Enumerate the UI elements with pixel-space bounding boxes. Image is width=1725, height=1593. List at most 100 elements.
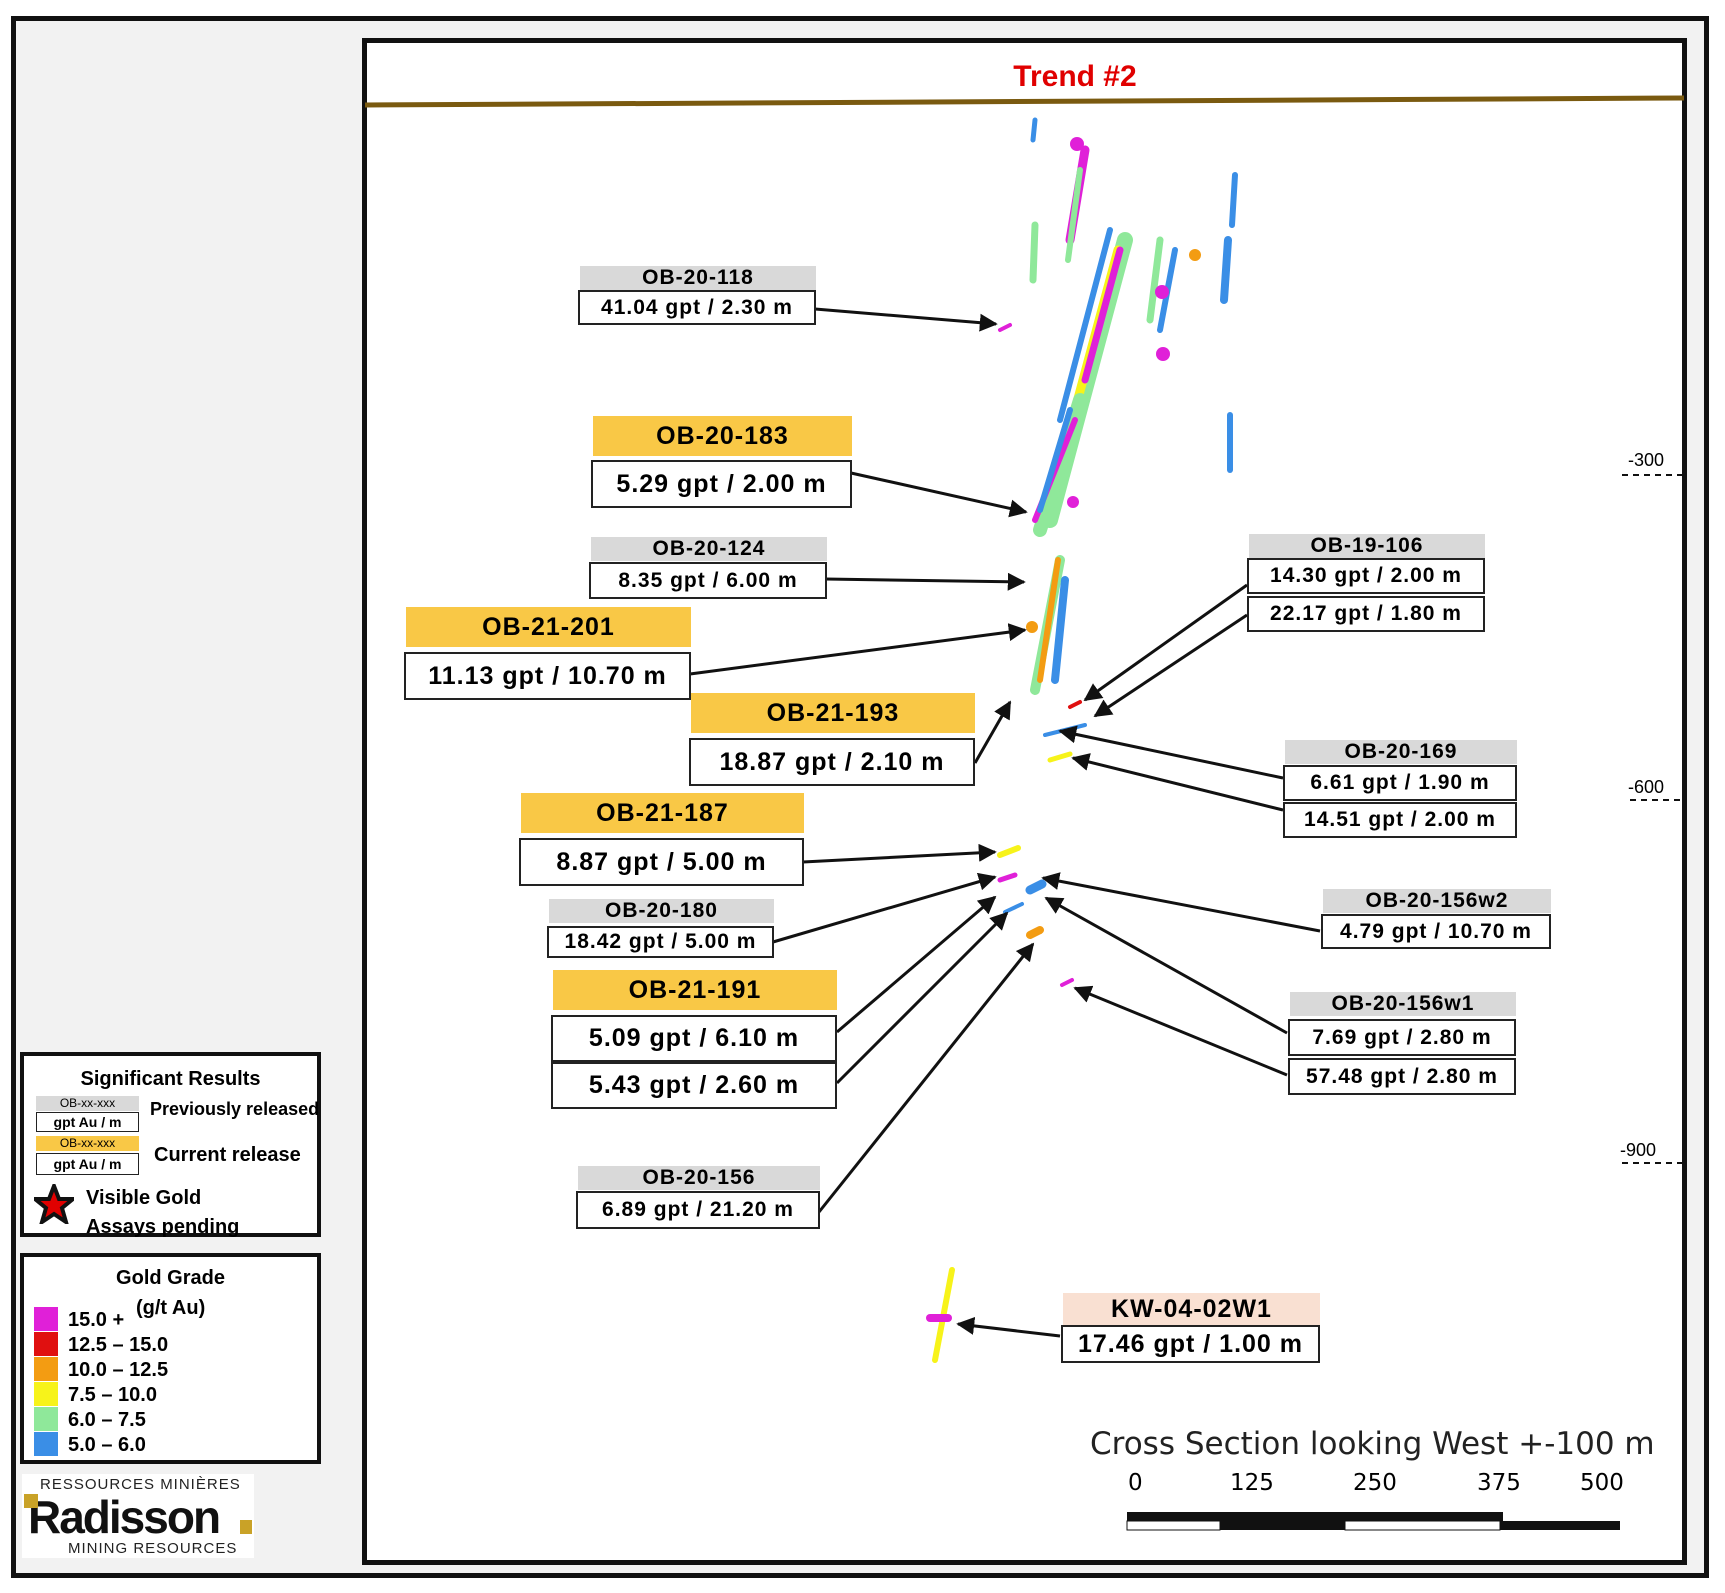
- drill-trace: [1037, 557, 1061, 683]
- high-grade-point: [1026, 621, 1038, 633]
- high-grade-point: [1155, 285, 1169, 299]
- result-value: 8.35 gpt / 6.00 m: [589, 562, 827, 599]
- grade-label: 5.0 – 6.0: [68, 1434, 146, 1456]
- result-value: 14.30 gpt / 2.00 m: [1247, 558, 1485, 594]
- drill-trace: [1057, 227, 1113, 423]
- drill-trace: [1030, 117, 1038, 143]
- arrow-ob-19-106-b: [1093, 613, 1248, 718]
- hole-id: OB-20-124: [591, 537, 827, 561]
- logo-gold-accent: [24, 1494, 38, 1508]
- arrow-ob-20-169-a: [1058, 725, 1284, 780]
- results-legend: Significant Results OB-xx-xxx gpt Au / m…: [20, 1052, 321, 1238]
- hole-id: OB-21-201: [406, 607, 691, 647]
- grade-swatch: [34, 1432, 58, 1456]
- arrow-ob-19-106-a: [1083, 583, 1248, 702]
- drill-trace: [1047, 751, 1073, 763]
- result-value: 5.43 gpt / 2.60 m: [551, 1062, 837, 1109]
- grade-label: 7.5 – 10.0: [68, 1384, 157, 1406]
- drill-trace: [1146, 236, 1164, 324]
- star-icon: [34, 1184, 74, 1224]
- result-value: 14.51 gpt / 2.00 m: [1283, 802, 1517, 838]
- grade-swatch: [34, 1307, 58, 1331]
- arrow-ob-20-118: [814, 307, 998, 332]
- result-value: 6.61 gpt / 1.90 m: [1283, 765, 1517, 801]
- drill-trace: [1025, 879, 1047, 895]
- drill-trace: [998, 323, 1012, 332]
- results-legend-title: Significant Results: [80, 1068, 261, 1090]
- result-value: 11.13 gpt / 10.70 m: [404, 652, 691, 700]
- scale-label-375: 375: [1477, 1470, 1521, 1496]
- high-grade-point: [1070, 137, 1084, 151]
- logo-bottom-text: MINING RESOURCES: [68, 1540, 238, 1557]
- current-sample-id: OB-xx-xxx: [36, 1136, 139, 1151]
- drill-trace: [1037, 407, 1073, 513]
- result-value: 22.17 gpt / 1.80 m: [1247, 596, 1485, 632]
- high-grade-point: [1067, 496, 1079, 508]
- result-value: 7.69 gpt / 2.80 m: [1288, 1019, 1516, 1056]
- assays-pending-label: Assays pending: [86, 1216, 240, 1238]
- previous-sample-id: OB-xx-xxx: [36, 1096, 139, 1111]
- arrow-ob-20-180: [772, 872, 997, 944]
- current-release-label: Current release: [154, 1144, 301, 1166]
- drill-trace: [1220, 236, 1232, 304]
- logo-gold-accent: [240, 1520, 252, 1534]
- grade-label: 15.0 +: [68, 1309, 125, 1331]
- drill-trace: [1026, 926, 1044, 939]
- scale-label-500: 500: [1580, 1470, 1624, 1496]
- hole-id: KW-04-02W1: [1063, 1293, 1320, 1325]
- hole-id: OB-21-191: [553, 970, 837, 1010]
- hole-id: OB-20-156w2: [1323, 889, 1551, 913]
- result-value: 5.29 gpt / 2.00 m: [591, 460, 852, 508]
- grade-swatch: [34, 1382, 58, 1406]
- drill-trace: [1029, 221, 1039, 284]
- grade-swatch: [34, 1357, 58, 1381]
- result-value: 6.89 gpt / 21.20 m: [576, 1191, 820, 1229]
- depth-label-600: -600: [1628, 777, 1665, 797]
- current-sample-value: gpt Au / m: [36, 1153, 139, 1175]
- drill-trace: [1068, 700, 1082, 709]
- hole-id: OB-20-180: [549, 899, 774, 923]
- arrow-ob-20-156w2: [1041, 872, 1321, 933]
- visible-gold-label: Visible Gold: [86, 1187, 202, 1209]
- depth-label-300: -300: [1628, 450, 1665, 470]
- grade-swatch: [34, 1407, 58, 1431]
- drill-trace: [1081, 246, 1124, 384]
- arrow-kw-04-02w1: [956, 1316, 1061, 1338]
- radisson-logo: RESSOURCES MINIÈRES Radisson MINING RESO…: [22, 1474, 254, 1558]
- trend-line: [364, 95, 1685, 108]
- hole-id: OB-20-169: [1285, 740, 1517, 764]
- high-grade-point: [1156, 347, 1170, 361]
- grade-label: 6.0 – 7.5: [68, 1409, 146, 1431]
- hole-id: OB-20-156w1: [1290, 992, 1516, 1016]
- scale-label-125: 125: [1230, 1470, 1274, 1496]
- arrow-ob-21-191-b: [835, 911, 1009, 1085]
- arrow-ob-21-193: [973, 700, 1012, 764]
- arrow-ob-20-156: [817, 942, 1035, 1213]
- logo-name: Radisson: [28, 1491, 221, 1543]
- grade-swatch: [34, 1332, 58, 1356]
- drill-traces: [926, 117, 1238, 1363]
- logo-top-text: RESSOURCES MINIÈRES: [40, 1476, 241, 1493]
- arrow-ob-20-169-b: [1071, 753, 1284, 812]
- result-value: 18.42 gpt / 5.00 m: [547, 926, 774, 958]
- result-value: 17.46 gpt / 1.00 m: [1061, 1325, 1320, 1363]
- result-value: 57.48 gpt / 2.80 m: [1288, 1058, 1516, 1095]
- previously-released-label: Previously released: [150, 1099, 320, 1119]
- arrow-ob-21-201: [689, 623, 1027, 676]
- scale-label-250: 250: [1353, 1470, 1397, 1496]
- drill-trace: [1229, 172, 1238, 228]
- drill-trace: [1065, 167, 1083, 263]
- scale-bar: [1126, 1512, 1620, 1531]
- arrow-ob-21-191-a: [836, 895, 997, 1034]
- leader-arrows: [689, 307, 1321, 1338]
- previous-sample-value: gpt Au / m: [36, 1112, 139, 1132]
- grade-label: 12.5 – 15.0: [68, 1334, 169, 1356]
- arrow-ob-20-124: [824, 572, 1026, 591]
- hole-id: OB-20-156: [578, 1166, 820, 1190]
- grade-legend-title: Gold Grade: [116, 1267, 225, 1289]
- drill-trace: [1003, 902, 1024, 914]
- arrow-ob-20-183: [850, 471, 1028, 518]
- result-value: 41.04 gpt / 2.30 m: [578, 290, 816, 325]
- hole-id: OB-20-183: [593, 416, 852, 456]
